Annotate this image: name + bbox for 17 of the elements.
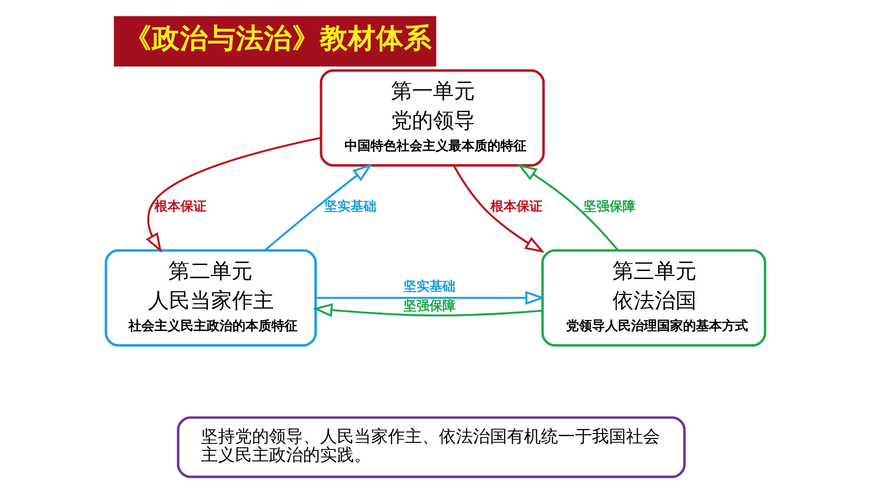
node-box: 第二单元 人民当家作主 社会主义民主政治的本质特征	[104, 249, 316, 347]
edge-label: 根本保证	[490, 199, 542, 214]
node-box: 第一单元 党的领导 中国特色社会主义最本质的特征	[319, 69, 544, 167]
node-box: 第三单元 依法治国 党领导人民治理国家的基本方式	[540, 249, 766, 347]
edge-label: 坚强保障	[583, 199, 636, 214]
arrow	[312, 303, 542, 318]
node-box: 坚持党的领导、人民当家作主、依法治国有机统一于我国社会主义民主政治的实践。	[176, 416, 686, 478]
diagram-title: 《政治与法治》教材体系	[123, 22, 432, 55]
arrow	[264, 164, 372, 251]
arrow	[315, 290, 545, 305]
edge-label: 坚实基础	[324, 199, 376, 214]
edge-label: 坚实基础	[402, 279, 455, 294]
arrow	[452, 165, 544, 253]
arrow	[516, 164, 618, 251]
edge-label: 根本保证	[154, 199, 206, 214]
edge-label: 坚强保障	[402, 299, 455, 314]
arrow	[145, 136, 321, 253]
